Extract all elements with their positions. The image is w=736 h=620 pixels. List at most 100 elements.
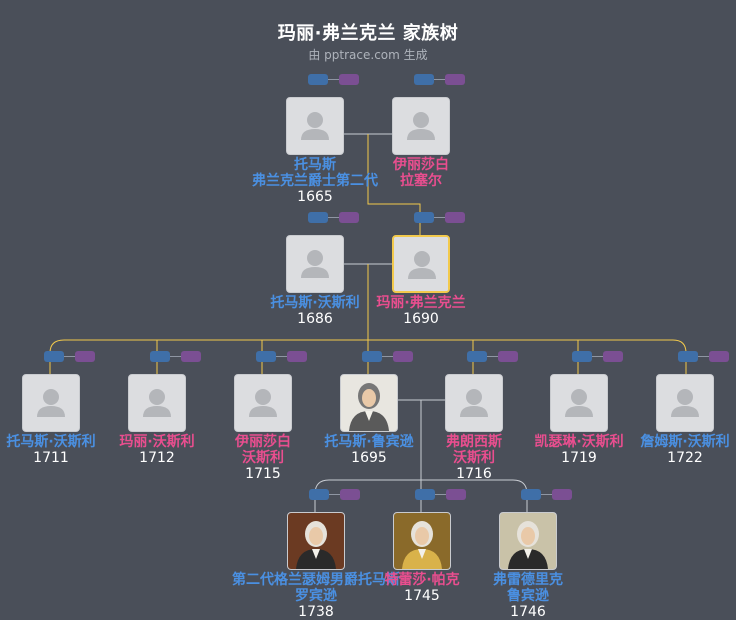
portrait-photo[interactable] [393,512,451,570]
relation-badges[interactable] [678,351,736,365]
person-name[interactable]: 特蕾莎·帕克 [384,572,460,588]
mother-link-badge[interactable] [445,212,465,223]
person-name[interactable]: 玛丽·沃斯利 [119,434,195,450]
person-name[interactable]: 伊丽莎白 [393,157,449,173]
mother-link-badge[interactable] [75,351,95,362]
person-name[interactable]: 弗雷德里克 [493,572,563,588]
relation-badges[interactable] [572,351,632,365]
relation-badges[interactable] [256,351,316,365]
relation-badges[interactable] [414,74,474,88]
avatar-placeholder-icon[interactable] [392,97,450,155]
avatar-placeholder-icon[interactable] [128,374,186,432]
portrait-photo[interactable] [340,374,398,432]
person-name[interactable]: 鲁宾逊 [507,588,549,604]
avatar-placeholder-icon[interactable] [286,97,344,155]
relation-badges[interactable] [362,351,422,365]
mother-link-badge[interactable] [339,212,359,223]
father-link-badge[interactable] [150,351,170,362]
birth-year: 1745 [404,588,440,604]
mother-link-badge[interactable] [498,351,518,362]
person-name[interactable]: 拉塞尔 [400,173,442,189]
father-link-badge[interactable] [308,212,328,223]
mother-link-badge[interactable] [339,74,359,85]
avatar-placeholder-icon[interactable] [445,374,503,432]
person-name[interactable]: 沃斯利 [242,450,284,466]
father-link-badge[interactable] [521,489,541,500]
badge-connector [434,217,445,218]
mother-link-badge[interactable] [709,351,729,362]
relation-badges[interactable] [150,351,210,365]
father-link-badge[interactable] [415,489,435,500]
father-link-badge[interactable] [309,489,329,500]
person-name[interactable]: 托马斯·沃斯利 [270,295,360,311]
avatar-placeholder-icon[interactable] [234,374,292,432]
relation-badges[interactable] [521,489,581,503]
badge-connector [382,356,393,357]
badge-connector [329,494,340,495]
relation-badges[interactable] [308,74,368,88]
avatar-placeholder-icon[interactable] [22,374,80,432]
person-name[interactable]: 沃斯利 [453,450,495,466]
person-name[interactable]: 玛丽·弗兰克兰 [376,295,466,311]
mother-link-badge[interactable] [446,489,466,500]
mother-link-badge[interactable] [340,489,360,500]
father-link-badge[interactable] [572,351,592,362]
father-link-badge[interactable] [256,351,276,362]
person-name[interactable]: 托马斯·鲁宾逊 [324,434,414,450]
mother-link-badge[interactable] [181,351,201,362]
person-name[interactable]: 詹姆斯·沃斯利 [640,434,730,450]
relation-badges[interactable] [415,489,475,503]
person-name[interactable]: 凯瑟琳·沃斯利 [534,434,624,450]
person-name[interactable]: 弗朗西斯 [446,434,502,450]
father-link-badge[interactable] [362,351,382,362]
person-name[interactable]: 第二代格兰瑟姆男爵托马斯 [232,572,400,588]
relation-badges[interactable] [467,351,527,365]
person-name[interactable]: 罗宾逊 [295,588,337,604]
mother-link-badge[interactable] [552,489,572,500]
father-link-badge[interactable] [414,74,434,85]
father-link-badge[interactable] [44,351,64,362]
person-name[interactable]: 托马斯·沃斯利 [6,434,96,450]
father-link-badge[interactable] [467,351,487,362]
avatar-placeholder-icon[interactable] [286,235,344,293]
mother-link-badge[interactable] [603,351,623,362]
birth-year: 1686 [297,311,333,327]
badge-connector [276,356,287,357]
person-node-p2[interactable]: 伊丽莎白拉塞尔 [392,74,465,189]
avatar-placeholder-icon[interactable] [550,374,608,432]
person-name[interactable]: 托马斯 [294,157,336,173]
relation-badges[interactable] [44,351,104,365]
father-link-badge[interactable] [308,74,328,85]
relation-badges[interactable] [414,212,474,226]
avatar-placeholder-icon[interactable] [392,235,450,293]
person-name[interactable]: 伊丽莎白 [235,434,291,450]
portrait-photo[interactable] [499,512,557,570]
father-link-badge[interactable] [678,351,698,362]
mother-link-badge[interactable] [393,351,413,362]
relation-badges[interactable] [308,212,368,226]
person-name[interactable]: 弗兰克兰爵士第二代 [252,173,378,189]
avatar-placeholder-icon[interactable] [656,374,714,432]
portrait-photo[interactable] [287,512,345,570]
mother-link-badge[interactable] [287,351,307,362]
mother-link-badge[interactable] [445,74,465,85]
relation-badges[interactable] [309,489,369,503]
father-link-badge[interactable] [414,212,434,223]
